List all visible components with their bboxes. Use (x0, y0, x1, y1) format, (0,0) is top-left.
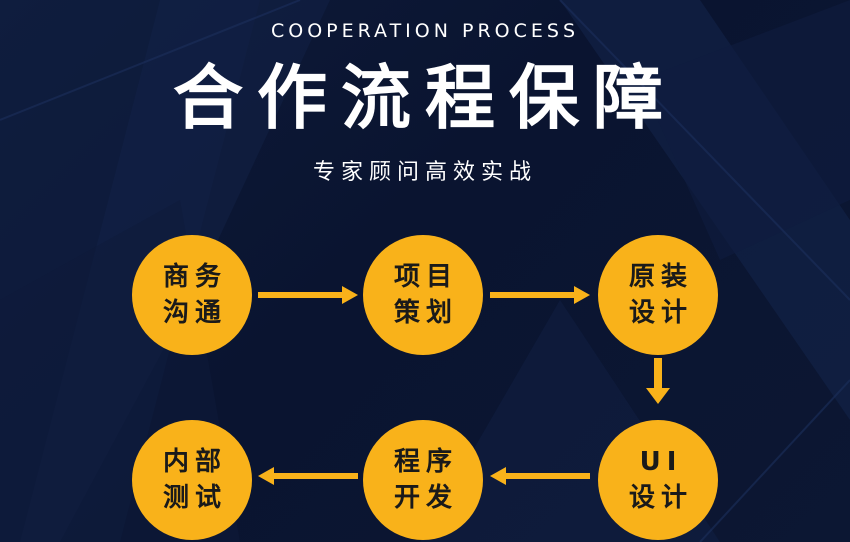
step-original-design: 原装 设计 (598, 235, 718, 355)
arrow-right-icon (490, 286, 590, 304)
arrow-down-icon (646, 358, 670, 404)
page-title: 合作流程保障 (173, 57, 677, 139)
arrow-right-icon (258, 286, 358, 304)
step-label: 内部 测试 (162, 447, 227, 513)
arrow-left-icon (258, 467, 358, 485)
step-label: 商务 沟通 (162, 262, 227, 328)
arrow-left-icon (490, 467, 590, 485)
step-label: UI 设计 (628, 447, 693, 513)
step-project-planning: 项目 策划 (363, 235, 483, 355)
step-label: 项目 策划 (393, 262, 458, 328)
step-label: 程序 开发 (393, 447, 458, 513)
tagline: 专家顾问高效实战 (312, 160, 537, 185)
step-internal-testing: 内部 测试 (132, 420, 252, 540)
step-label: 原装 设计 (628, 262, 693, 328)
step-business-communication: 商务 沟通 (132, 235, 252, 355)
english-subtitle: COOPERATION PROCESS (270, 20, 580, 42)
step-program-development: 程序 开发 (363, 420, 483, 540)
step-ui-design: UI 设计 (598, 420, 718, 540)
